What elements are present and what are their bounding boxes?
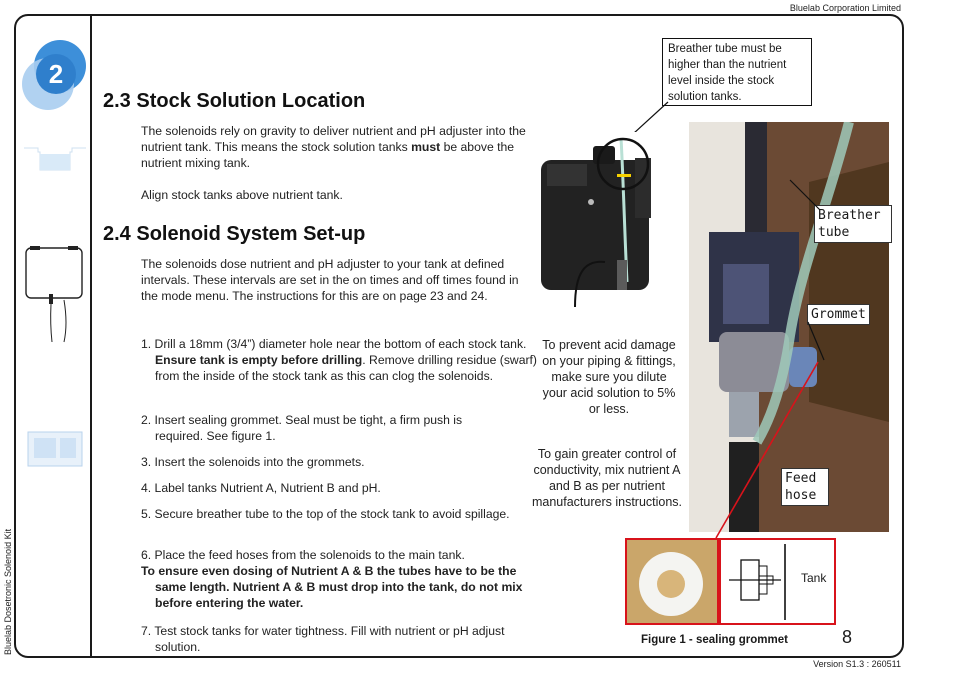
step-7: 7. Test stock tanks for water tightness.…	[141, 624, 505, 654]
section-2-3-align-text: Align stock tanks above nutrient tank.	[141, 188, 343, 202]
grommet-red-leader	[715, 361, 819, 539]
acid-note: To prevent acid damage on your piping & …	[542, 338, 676, 416]
chapter-number: 2	[49, 59, 63, 89]
feed-hose-label: Feed hose	[781, 468, 829, 506]
tank-label: Tank	[801, 571, 827, 585]
grommet-diagram	[729, 544, 786, 620]
step-4: 4. Label tanks Nutrient A, Nutrient B an…	[141, 481, 381, 495]
figure-caption: Figure 1 - sealing grommet	[641, 634, 788, 646]
step-6: 6. Place the feed hoses from the solenoi…	[141, 548, 523, 610]
grommet-label: Grommet	[807, 304, 870, 325]
sidebar-divider	[90, 14, 92, 658]
section-2-3-paragraph: The solenoids rely on gravity to deliver…	[141, 124, 526, 170]
footer-version: Version S1.3 : 260511	[813, 659, 901, 669]
sidebar-vertical-title: Bluelab Dosetronic Solenoid Kit	[3, 528, 13, 655]
step-5: 5. Secure breather tube to the top of th…	[141, 507, 510, 521]
section-2-4-heading: 2.4 Solenoid System Set-up	[103, 223, 366, 245]
header-company: Bluelab Corporation Limited	[789, 3, 901, 13]
conductivity-note: To gain greater control of conductivity,…	[531, 447, 683, 509]
controller-thumbnail-icon	[25, 246, 83, 343]
step-3: 3. Insert the solenoids into the grommet…	[141, 455, 365, 469]
section-2-4-intro: The solenoids dose nutrient and pH adjus…	[141, 257, 519, 303]
breather-callout: Breather tube must be higher than the nu…	[662, 38, 812, 106]
grommet-diagram-frame	[719, 538, 836, 625]
stock-tank-photo	[535, 132, 667, 312]
section-2-3-heading: 2.3 Stock Solution Location	[103, 90, 366, 112]
solenoid-photo	[689, 122, 889, 532]
photo-leader-lines	[789, 179, 825, 361]
grommet-photo	[627, 540, 717, 623]
step-1: 1. Drill a 18mm (3/4”) diameter hole nea…	[141, 337, 537, 383]
breather-tube-label: Breather tube	[814, 205, 892, 243]
page-number: 8	[842, 627, 853, 647]
grommet-photo-frame	[625, 538, 719, 625]
step-2: 2. Insert sealing grommet. Seal must be …	[141, 413, 463, 443]
page-frame	[14, 14, 904, 658]
chapter-badge-icon: 2	[22, 40, 86, 110]
tank-thumbnail-icon	[24, 147, 86, 171]
board-thumbnail-icon	[27, 431, 83, 467]
